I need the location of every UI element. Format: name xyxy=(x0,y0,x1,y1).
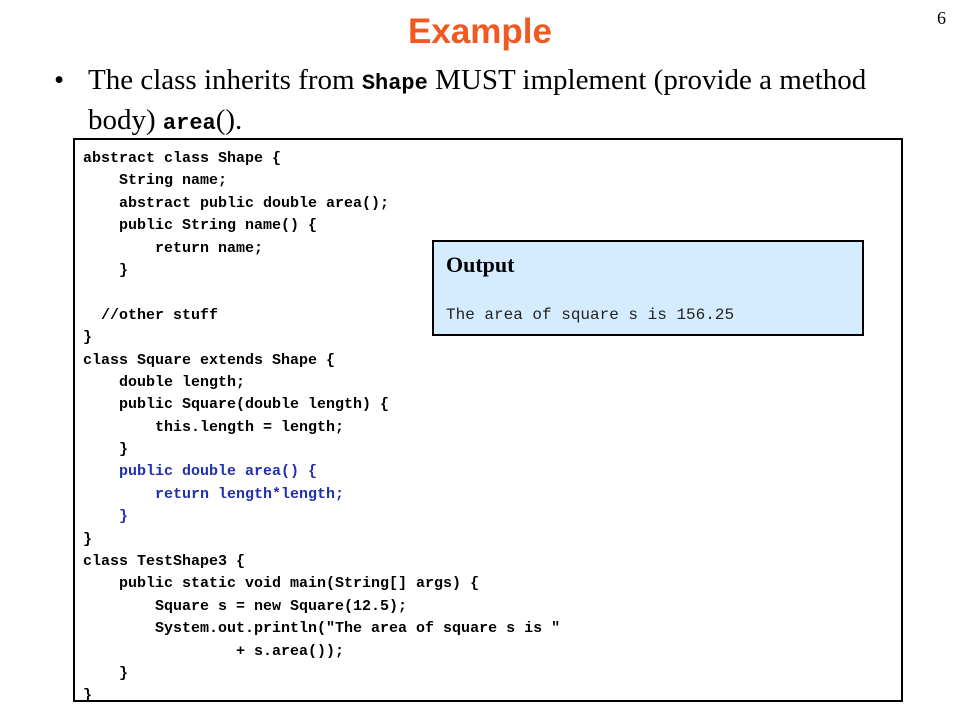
bullet-code-area: area xyxy=(162,111,216,136)
code-line: abstract public double area(); xyxy=(83,194,390,212)
bullet-text-part-3: (). xyxy=(215,104,243,136)
code-line: } xyxy=(83,441,129,459)
bullet-text-part-2: MUST implement (provide a method body) xyxy=(88,64,867,136)
output-text: The area of square s is 156.25 xyxy=(446,306,735,324)
code-line: public String name() { xyxy=(83,217,318,235)
code-line: public static void main(String[] args) { xyxy=(83,575,480,593)
code-line: public double area() { xyxy=(83,463,318,481)
code-line: public Square(double length) { xyxy=(83,396,390,414)
code-listing-box: abstract class Shape { String name; abst… xyxy=(73,138,903,704)
page-number: 6 xyxy=(937,8,946,28)
code-line: //other stuff xyxy=(83,306,219,324)
code-line: double length; xyxy=(83,373,246,391)
code-line: } xyxy=(83,530,93,548)
code-line: + s.area()); xyxy=(83,642,345,660)
bullet-code-shape: Shape xyxy=(361,71,428,96)
code-line: abstract class Shape { xyxy=(83,150,282,167)
bullet-marker: • xyxy=(54,64,65,96)
bullet-text: The class inherits from Shape MUST imple… xyxy=(88,62,918,142)
output-heading: Output xyxy=(446,252,515,277)
code-line: String name; xyxy=(83,172,228,190)
bullet-text-part-1: The class inherits from xyxy=(88,64,362,96)
code-line: } xyxy=(83,261,129,279)
code-line: } xyxy=(83,329,93,347)
output-box: Output The area of square s is 156.25 xyxy=(432,240,864,336)
code-line: this.length = length; xyxy=(83,418,345,436)
code-line: System.out.println("The area of square s… xyxy=(83,620,561,638)
code-line: Square s = new Square(12.5); xyxy=(83,597,408,615)
code-line: class TestShape3 { xyxy=(83,553,246,571)
code-line: } xyxy=(83,687,93,705)
code-line: } xyxy=(83,508,129,526)
code-listing: abstract class Shape { String name; abst… xyxy=(83,148,560,708)
slide-title: Example xyxy=(408,12,552,51)
code-line: return length*length; xyxy=(83,485,345,503)
code-line: } xyxy=(83,664,129,682)
code-line: return name; xyxy=(83,239,264,257)
code-line: class Square extends Shape { xyxy=(83,351,336,369)
